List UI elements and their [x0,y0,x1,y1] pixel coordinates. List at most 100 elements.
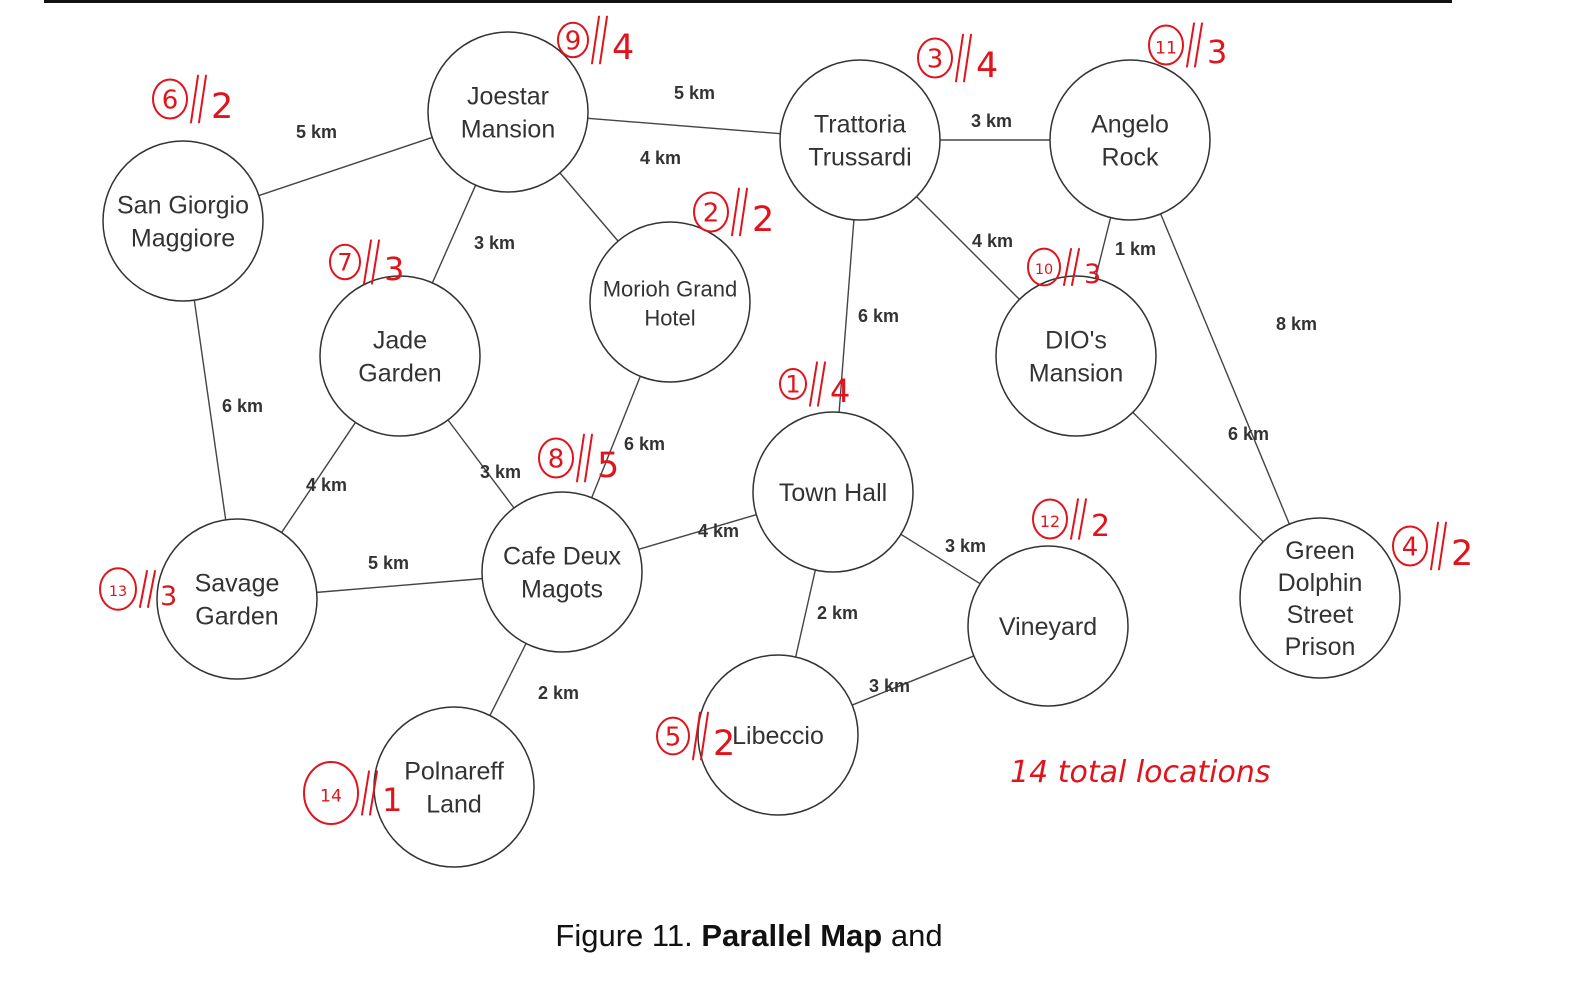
edge-label-jade-savage: 4 km [306,475,347,495]
annotation-number-jade: 7 [337,249,352,277]
annotation-circle-townhall [779,368,807,400]
annotation-count-townhall: 4 [830,372,850,410]
node-circle-trattoria [779,59,941,221]
edge-joestar-jade [431,184,477,284]
node-label-green: Dolphin [1278,569,1363,597]
edge-townhall-vineyard [900,533,981,585]
edge-label-cafe-polnareff: 2 km [538,683,579,703]
node-label-savage: Garden [195,603,278,631]
annotation-circle-vineyard [1032,498,1068,540]
node-circle-joestar [427,31,589,193]
edge-label-trattoria-angelo: 3 km [971,111,1012,131]
node-label-sangiorgio: San Giorgio [117,192,249,220]
annotation-slash-dio [1071,248,1080,286]
edge-label-joestar-morioh: 4 km [640,148,681,168]
node-townhall: Town Hall [752,411,914,573]
annotation-count-cafe: 5 [597,446,619,486]
edge-townhall-libeccio [794,569,817,658]
node-label-savage: Savage [195,570,280,598]
annotation-slash-morioh [739,187,748,237]
annotation-number-sangiorgio: 6 [162,85,179,115]
edge-jade-cafe [447,419,515,509]
edge-label-dio-green: 6 km [1228,424,1269,444]
node-label-townhall: Town Hall [779,479,887,507]
annotation-number-trattoria: 3 [927,44,944,74]
edge-label-joestar-jade: 3 km [474,233,515,253]
annotation-number-angelo: 11 [1155,39,1177,59]
annotation-slash-polnareff [369,770,378,816]
annotation-slash-cafe [584,433,593,483]
annotation-circle-angelo [1148,24,1184,66]
node-circle-green [1239,517,1401,679]
edge-sangiorgio-savage [193,300,227,520]
node-circle-sangiorgio [102,140,264,302]
annotation-slash-trattoria [963,33,972,83]
node-circle-morioh [589,221,751,383]
node-label-vineyard: Vineyard [999,613,1097,641]
edge-savage-cafe [316,577,483,594]
edge-label-sangiorgio-savage: 6 km [222,396,263,416]
edge-joestar-morioh [559,172,619,242]
annotation-count-morioh: 2 [752,200,774,240]
node-label-green: Prison [1285,633,1356,661]
node-label-polnareff: Polnareff [404,758,504,786]
annotation-slash-townhall [817,361,826,407]
edges-layer: 5 km5 km4 km3 km3 km4 km6 km1 km8 km6 km… [193,83,1317,716]
annotation-slash-savage [139,570,148,608]
edge-label-trattoria-townhall: 6 km [858,306,899,326]
annotation-circle-green [1392,525,1428,567]
annotation-slash-dio [1063,248,1072,286]
annotation-number-cafe: 8 [548,444,565,474]
top-rule [44,0,1452,3]
node-vineyard: Vineyard [967,545,1129,707]
annotation-circle-dio [1027,247,1061,287]
annotation-circle-jade [329,243,361,281]
total-locations-note: 14 total locations [1010,755,1271,790]
edge-label-cafe-townhall: 4 km [698,521,739,541]
node-label-trattoria: Trattoria [814,111,906,139]
node-label-joestar: Joestar [467,83,549,111]
edge-label-savage-cafe: 5 km [368,553,409,573]
node-label-morioh: Hotel [644,306,695,331]
annotation-number-dio: 10 [1035,262,1053,278]
annotation-count-dio: 3 [1084,259,1101,290]
annotation-number-morioh: 2 [703,198,720,228]
annotation-slash-libeccio [692,711,701,761]
node-label-jade: Garden [358,360,441,388]
node-label-dio: DIO's [1045,327,1107,355]
edge-angelo-green [1160,213,1290,525]
edge-label-sangiorgio-joestar: 5 km [296,122,337,142]
node-circle-savage [156,518,318,680]
node-circle-dio [995,275,1157,437]
node-label-angelo: Angelo [1091,111,1169,139]
node-label-sangiorgio: Maggiore [131,225,235,253]
annotation-slash-joestar [591,15,600,65]
caption-prefix: Figure 11. [555,918,702,953]
annotation-slash-trattoria [955,33,964,83]
edge-trattoria-townhall [838,219,855,413]
node-circle-libeccio [697,654,859,816]
edge-label-libeccio-vineyard: 3 km [869,676,910,696]
edge-sangiorgio-joestar [258,136,433,197]
node-label-libeccio: Libeccio [732,722,824,750]
annotation-number-vineyard: 12 [1040,512,1060,531]
node-label-joestar: Mansion [461,116,556,144]
edge-label-angelo-dio: 1 km [1115,239,1156,259]
annotation-count-polnareff: 1 [382,781,402,819]
node-label-green: Green [1285,537,1354,565]
annotation-dio: 10 3 [1027,247,1101,290]
